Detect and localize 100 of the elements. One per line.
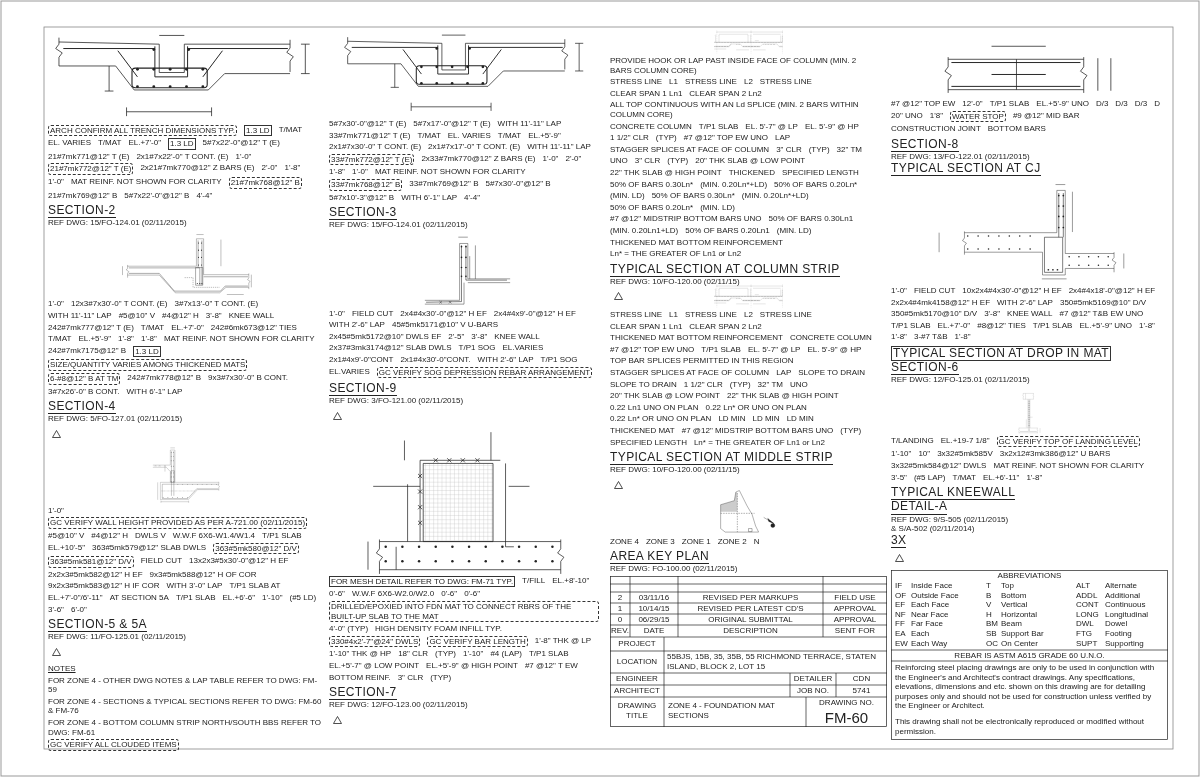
abbreviation-text: Outside Face (911, 590, 959, 601)
callout-text: T/MAT (48, 334, 72, 344)
callout-text: WITH 3'-0" LAP (166, 581, 223, 592)
callout-text: (TYP) (655, 133, 677, 143)
callout-text: 5#7x17'-0"@12" T (E) (413, 119, 491, 129)
callout-text: FIELD CUT (140, 556, 183, 566)
callout-text: LD MIN (752, 414, 780, 424)
callout-text: W.W.F 6X6-W2.0/W2.0 (351, 589, 435, 600)
callout-text: CLEAR SPAN 1 Ln1 (610, 321, 683, 332)
callout-text: 20" THK SLAB @ LOW POINT (695, 156, 806, 166)
callout-text: KNEE WALL (494, 331, 540, 342)
callout-text: ZONE 2 (717, 536, 747, 547)
callout-text: EL. VARIES (447, 130, 491, 141)
section-title: TYPICAL KNEEWALL (891, 486, 1016, 501)
callout-text: T/FILL (522, 575, 546, 586)
callout-text: Ln* = THE GREATER OF Ln1 or Ln2 (693, 437, 825, 448)
callout-text: #4@12" H (91, 531, 129, 541)
dimension-text: 1'-8" (284, 163, 301, 174)
dimension-text: 4'-4" (196, 190, 213, 201)
callout-text: 0.22 Ln* OR UNO ON PLAN (705, 402, 807, 413)
dimension-text: (#5 LAP) (913, 472, 946, 483)
callout-text: ZONE 4 (610, 536, 639, 547)
dimension-text: 1'-10" (463, 649, 484, 660)
callout-text: 242#6mk673@12" TIES (210, 322, 297, 333)
callout-text: 5#7x10'-3"@12" B (329, 192, 395, 203)
dimension-text: 1'-8" (1026, 472, 1043, 483)
callout-text: EL. 5'-9" @ HP (807, 344, 862, 355)
callout-text: 350#5mk5170@10" D/V (891, 309, 978, 319)
abbreviation-text: Each Face (911, 600, 950, 610)
callout-text: 50% OF BARS 0.30Ln* (651, 191, 735, 201)
abbreviation-text: Footing (1105, 629, 1132, 639)
callout-text: STRESS LINE (759, 310, 812, 320)
abbreviation-text: V (986, 600, 992, 610)
section-title: SECTION-2 (48, 204, 116, 219)
title-block-heading: DETAILER (792, 674, 834, 684)
abbreviation-text: Additional (1105, 590, 1141, 601)
callout-text: ALL TOP CONTINUOUS WITH AN Ld SPLICE (MIN. 2 BARS WITHIN COLUMN CORE) (610, 100, 860, 120)
note-text: REBAR IS ASTM A615 GRADE 60 U.N.O. (953, 651, 1106, 661)
callout-text: SPECIFIED LENGTH (781, 167, 859, 178)
callout-text: (MIN. LD) (700, 202, 735, 213)
callout-text: T/P1 SLAB (891, 320, 931, 331)
callout-text: Ln* = THE GREATER OF Ln1 or Ln2 (610, 249, 742, 259)
callout-text: 32" TM (757, 379, 783, 390)
callout-text: (TYP) (729, 379, 751, 390)
callout-text: STAGGER SPLICES AT FACE OF COLUMN (610, 144, 770, 155)
reference-text: REF DWG: 11/FO-125.01 (02/11/2015) (48, 632, 186, 642)
clouded-note: 21#7mk772@12" T (E) (48, 163, 134, 176)
dimension-text: 1'8" (929, 110, 943, 121)
revision-entry: 1 (616, 604, 624, 614)
callout-text: 2x1#7x30'-0" T CONT. (E) (329, 142, 422, 152)
section-title: SECTION-4 (48, 400, 116, 415)
reference-text: REF DWG: 5/FO-127.01 (02/11/2015) (48, 414, 183, 424)
revision-entry: FIELD USE (833, 593, 877, 603)
abbreviation-text: Dowel (1105, 619, 1128, 629)
callout-text: ZONE 1 (681, 536, 711, 547)
callout-text: EL.+5'-9" @ HIGH POINT (426, 661, 518, 671)
callout-text: (MIN. LD) (610, 191, 645, 201)
clouded-note: WATER STOP (950, 110, 1006, 123)
callout-text: STRESS LINE (684, 310, 737, 320)
abbreviation-text: FF (895, 619, 905, 629)
revision-entry: REV. (610, 626, 630, 636)
callout-text: EL.+19-7 1/8" (940, 435, 990, 446)
callout-text: 33#7mk769@12" B (409, 179, 479, 189)
dimension-text: 18" CLR (398, 649, 429, 660)
title-block-heading: ENGINEER (615, 674, 659, 684)
callout-text: 2x1#4x9'-0"CONT (329, 355, 394, 365)
abbreviation-text: Bottom (1001, 590, 1027, 601)
callout-text: CLEAR SPAN 2 Ln2 (689, 88, 762, 99)
callout-text: #4@12" H (162, 311, 199, 321)
callout-text: 2x2x3#5mk582@12" H EF (48, 569, 143, 580)
reference-text: REF DWG: 15/FO-124.01 (02/11/2015) (48, 218, 187, 228)
callout-text: STAGGER SPLICES AT FACE OF COLUMN (610, 367, 770, 378)
callout-text: EL.+10'-5" (48, 542, 86, 553)
abbreviation-text: Each (911, 629, 930, 639)
callout-text: 3" CLR (634, 156, 661, 166)
dimension-text: 3'-8" (471, 331, 488, 342)
title-block-text: 55BJS, 15B, 35, 35B, 55 RICHMOND TERRACE, STATEN ISLAND, BLOCK 2, LOT 15 (667, 652, 877, 672)
callout-text: T/P1 SLAB (262, 531, 302, 541)
revision-entry: DATE (642, 626, 666, 636)
title-block-heading: DRAWING TITLE (616, 701, 658, 721)
boxed-callout: 1.3 LD (168, 138, 196, 150)
callout-text: WITH 11'-11" LAP (527, 142, 591, 152)
dimension-text: 1'-0" (48, 177, 64, 187)
note-text: FOR ZONE 4 - SECTIONS & TYPICAL SECTIONS REFER TO DWG: FM-60 & FM-76 (48, 696, 323, 716)
callout-text: THICKENED MAT (610, 425, 675, 436)
section-title: TYPICAL SECTION AT CJ (891, 161, 1041, 176)
callout-text: 2x1#7x17'-0" T CONT. (E) (428, 142, 521, 152)
callout-text: EL. 5'-9" @ HP (804, 121, 859, 132)
callout-text: (MIN. 0.20Ln*+LD) (741, 191, 809, 201)
callout-text: STRESS LINE (684, 77, 737, 87)
callout-text: EL.+7'-0"/6'-11" (48, 593, 103, 603)
revision-entry: 0 (616, 615, 624, 625)
abbreviation-text: DWL (1076, 619, 1094, 629)
callout-text: 2x1#4x30'-0"CONT. (400, 355, 471, 365)
dimension-text: (TYP) (430, 672, 452, 683)
callout-text: WITH 11'-11" LAP (497, 119, 562, 129)
revision-entry: SENT FOR (833, 626, 877, 636)
callout-text: UNO (610, 156, 628, 166)
abbreviation-text: SUPT (1076, 638, 1098, 649)
boxed-callout: 1.3 LD (244, 124, 272, 137)
